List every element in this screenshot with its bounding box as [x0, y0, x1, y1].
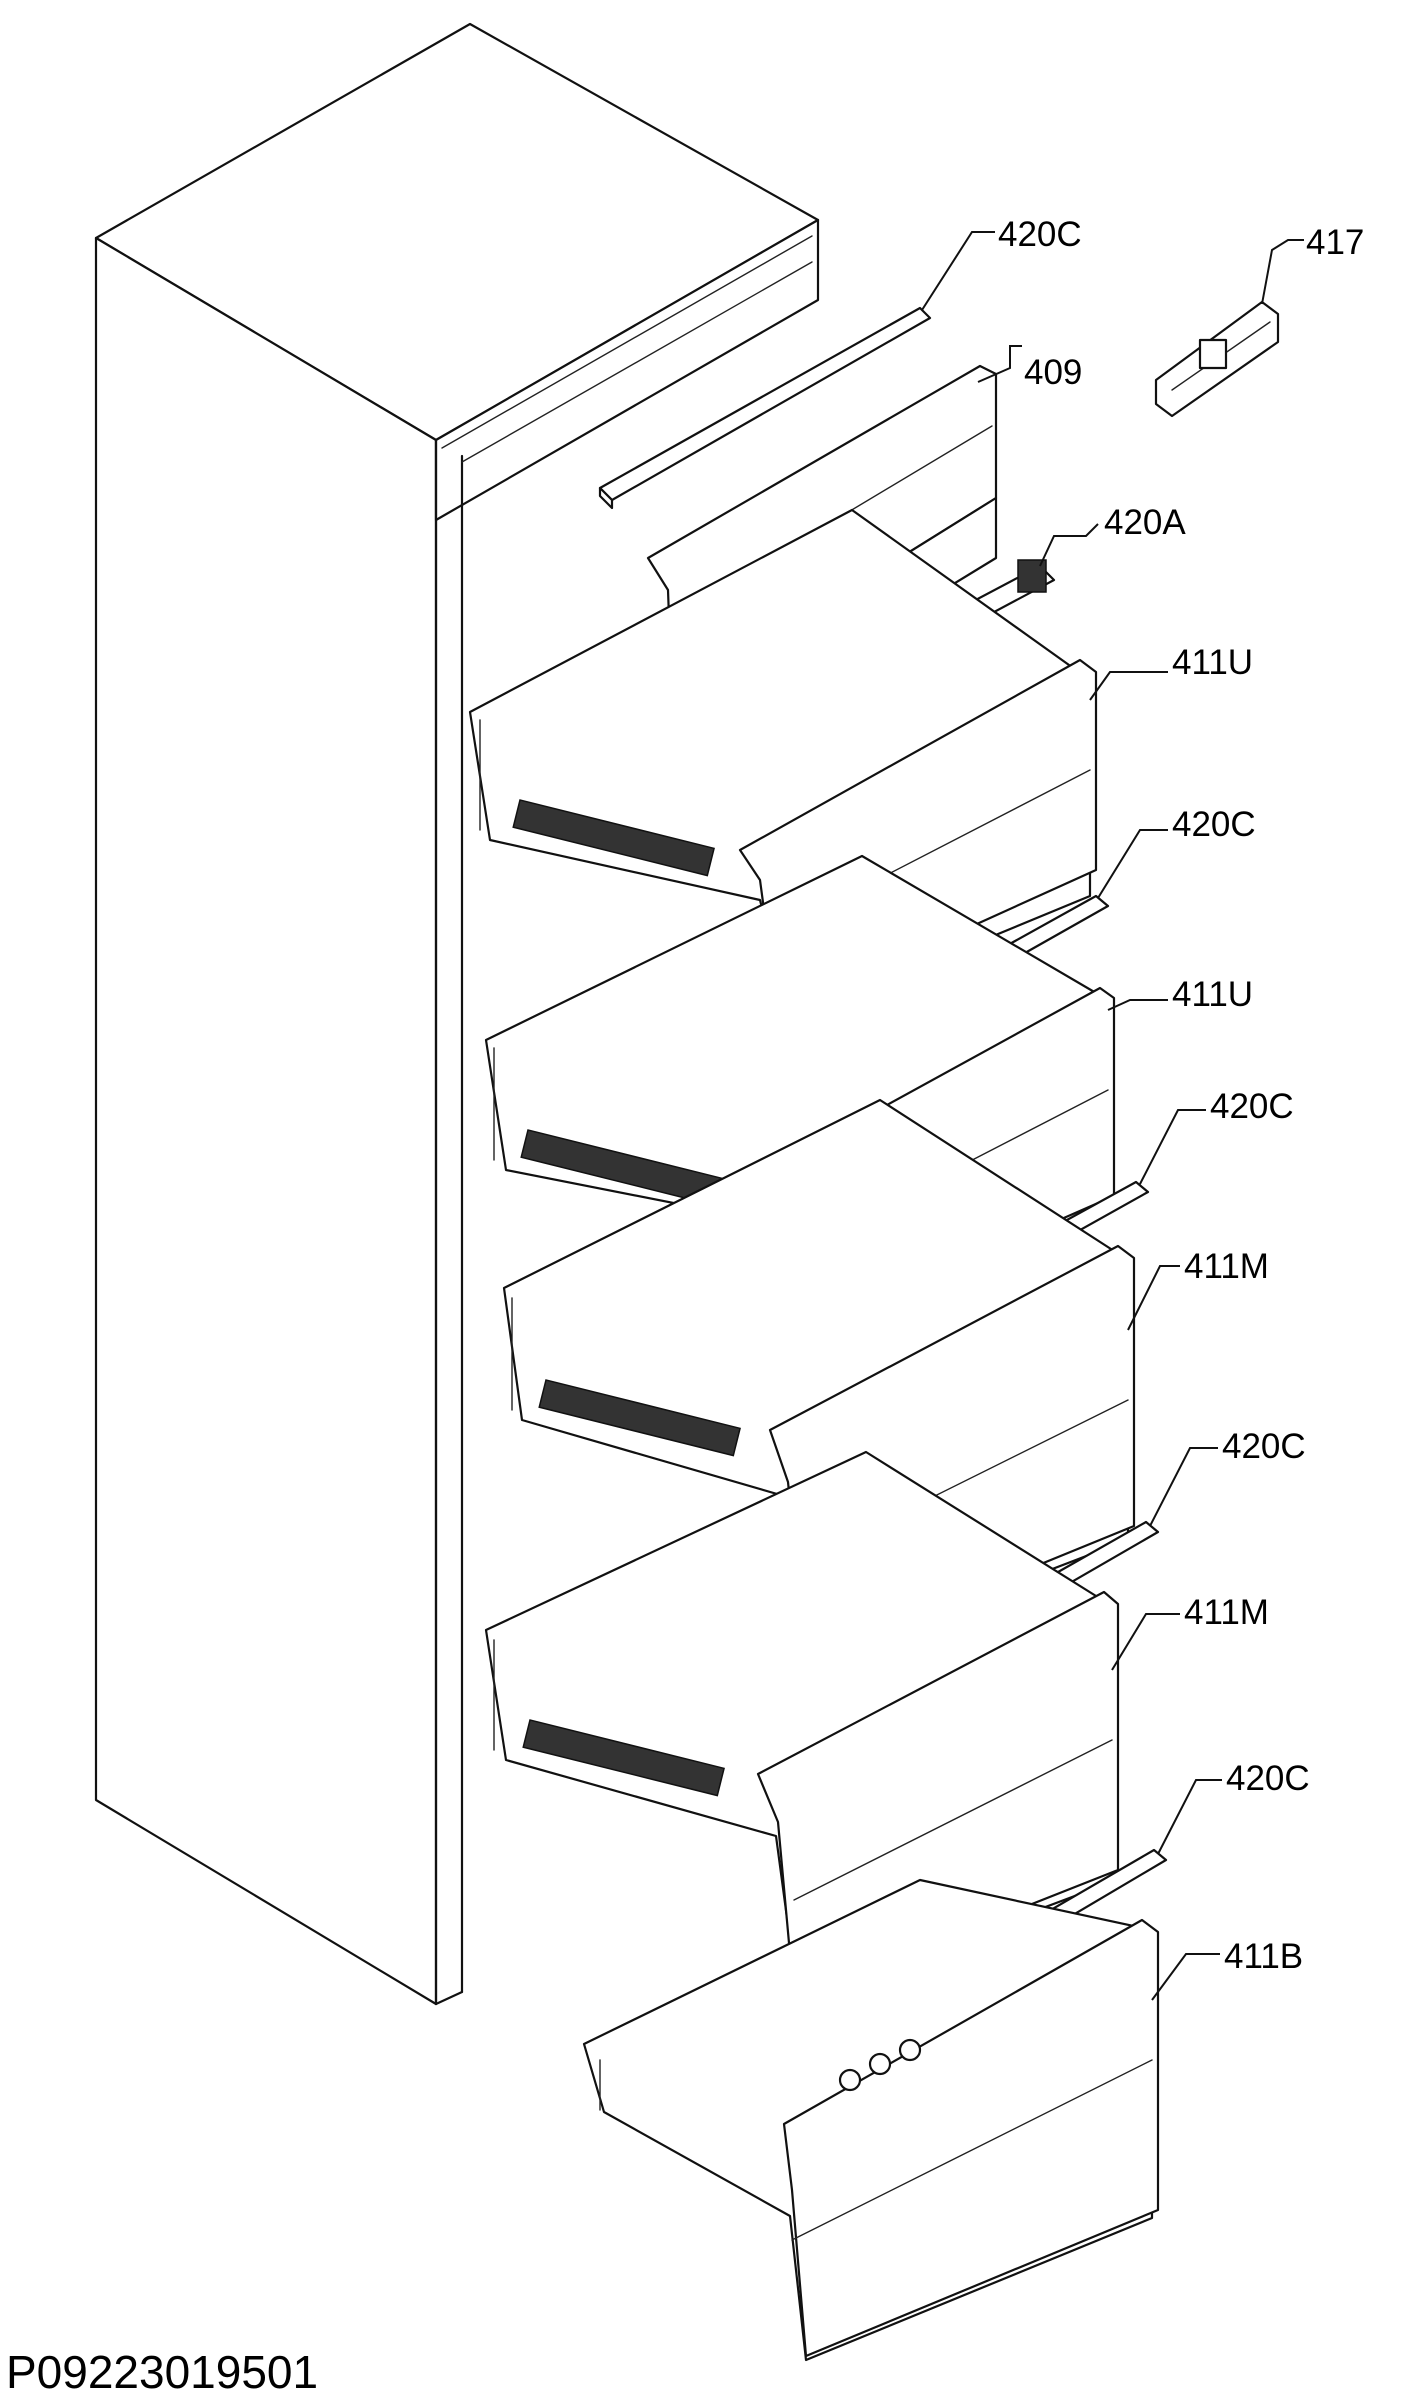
label-rail-2: 420C [1210, 1087, 1294, 1126]
label-clip: 417 [1306, 223, 1364, 262]
cabinet [94, 22, 820, 2006]
label-drawer-3: 411M [1184, 1247, 1269, 1286]
drawing-code: P09223019501 [6, 2346, 318, 2398]
label-drawer-2: 411U [1172, 975, 1253, 1014]
label-drawer-bottom: 411B [1224, 1937, 1303, 1976]
label-drawer-4: 411M [1184, 1593, 1269, 1632]
part-labels: 420C 417 409 420A 411U 420C 411U 420C 41… [998, 215, 1364, 1976]
label-flap: 409 [1024, 353, 1082, 392]
label-rail-1: 420C [1172, 805, 1256, 844]
drawer-bottom-part [582, 1878, 1160, 2362]
clip-part [1154, 300, 1280, 418]
label-rail-4: 420C [1226, 1759, 1310, 1798]
label-rail-3: 420C [1222, 1427, 1306, 1466]
label-hinge: 420A [1104, 503, 1186, 542]
leader-lines [921, 231, 1304, 2001]
rail-top-part [598, 306, 932, 510]
label-drawer-1: 411U [1172, 643, 1253, 682]
label-rail-top: 420C [998, 215, 1082, 254]
